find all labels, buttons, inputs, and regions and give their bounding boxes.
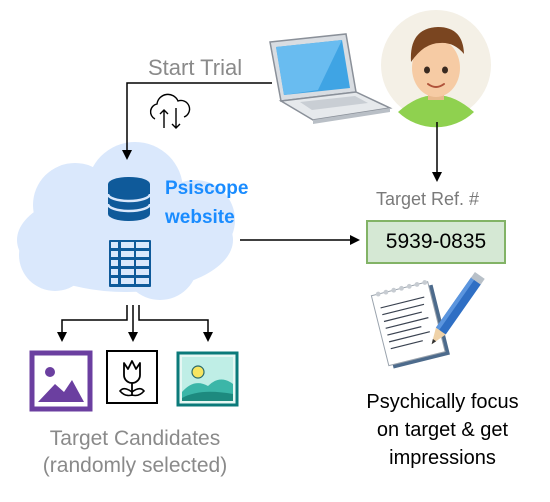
website-label-line1: Psiscope bbox=[165, 178, 249, 199]
image-icon bbox=[29, 350, 93, 412]
candidate-branch-arrows bbox=[57, 305, 213, 342]
website-label-line2: website bbox=[165, 207, 235, 228]
landscape-icon bbox=[176, 351, 239, 407]
flower-icon bbox=[106, 350, 158, 404]
focus-line3: impressions bbox=[389, 447, 496, 469]
laptop-icon bbox=[269, 33, 393, 124]
website-label: Psiscope website bbox=[165, 174, 248, 232]
target-ref-value: 5939-0835 bbox=[385, 230, 487, 253]
target-candidates-label: Target Candidates (randomly selected) bbox=[0, 425, 270, 479]
database-icon bbox=[106, 177, 152, 221]
target-ref-title: Target Ref. # bbox=[376, 189, 480, 209]
table-icon bbox=[109, 240, 151, 287]
focus-line2: on target & get bbox=[376, 419, 509, 441]
notepad-pencil-icon bbox=[370, 271, 485, 369]
start-trial-arrow bbox=[122, 82, 272, 160]
start-trial-label: Start Trial bbox=[148, 55, 243, 80]
candidates-line2: (randomly selected) bbox=[42, 454, 228, 477]
target-ref-box: 5939-0835 bbox=[366, 220, 506, 264]
focus-instruction-label: Psychically focus on target & get impres… bbox=[335, 388, 550, 472]
person-avatar-icon bbox=[381, 10, 491, 128]
candidates-line1: Target Candidates bbox=[49, 427, 221, 450]
cloud-sync-icon bbox=[149, 93, 191, 129]
focus-line1: Psychically focus bbox=[366, 391, 519, 413]
